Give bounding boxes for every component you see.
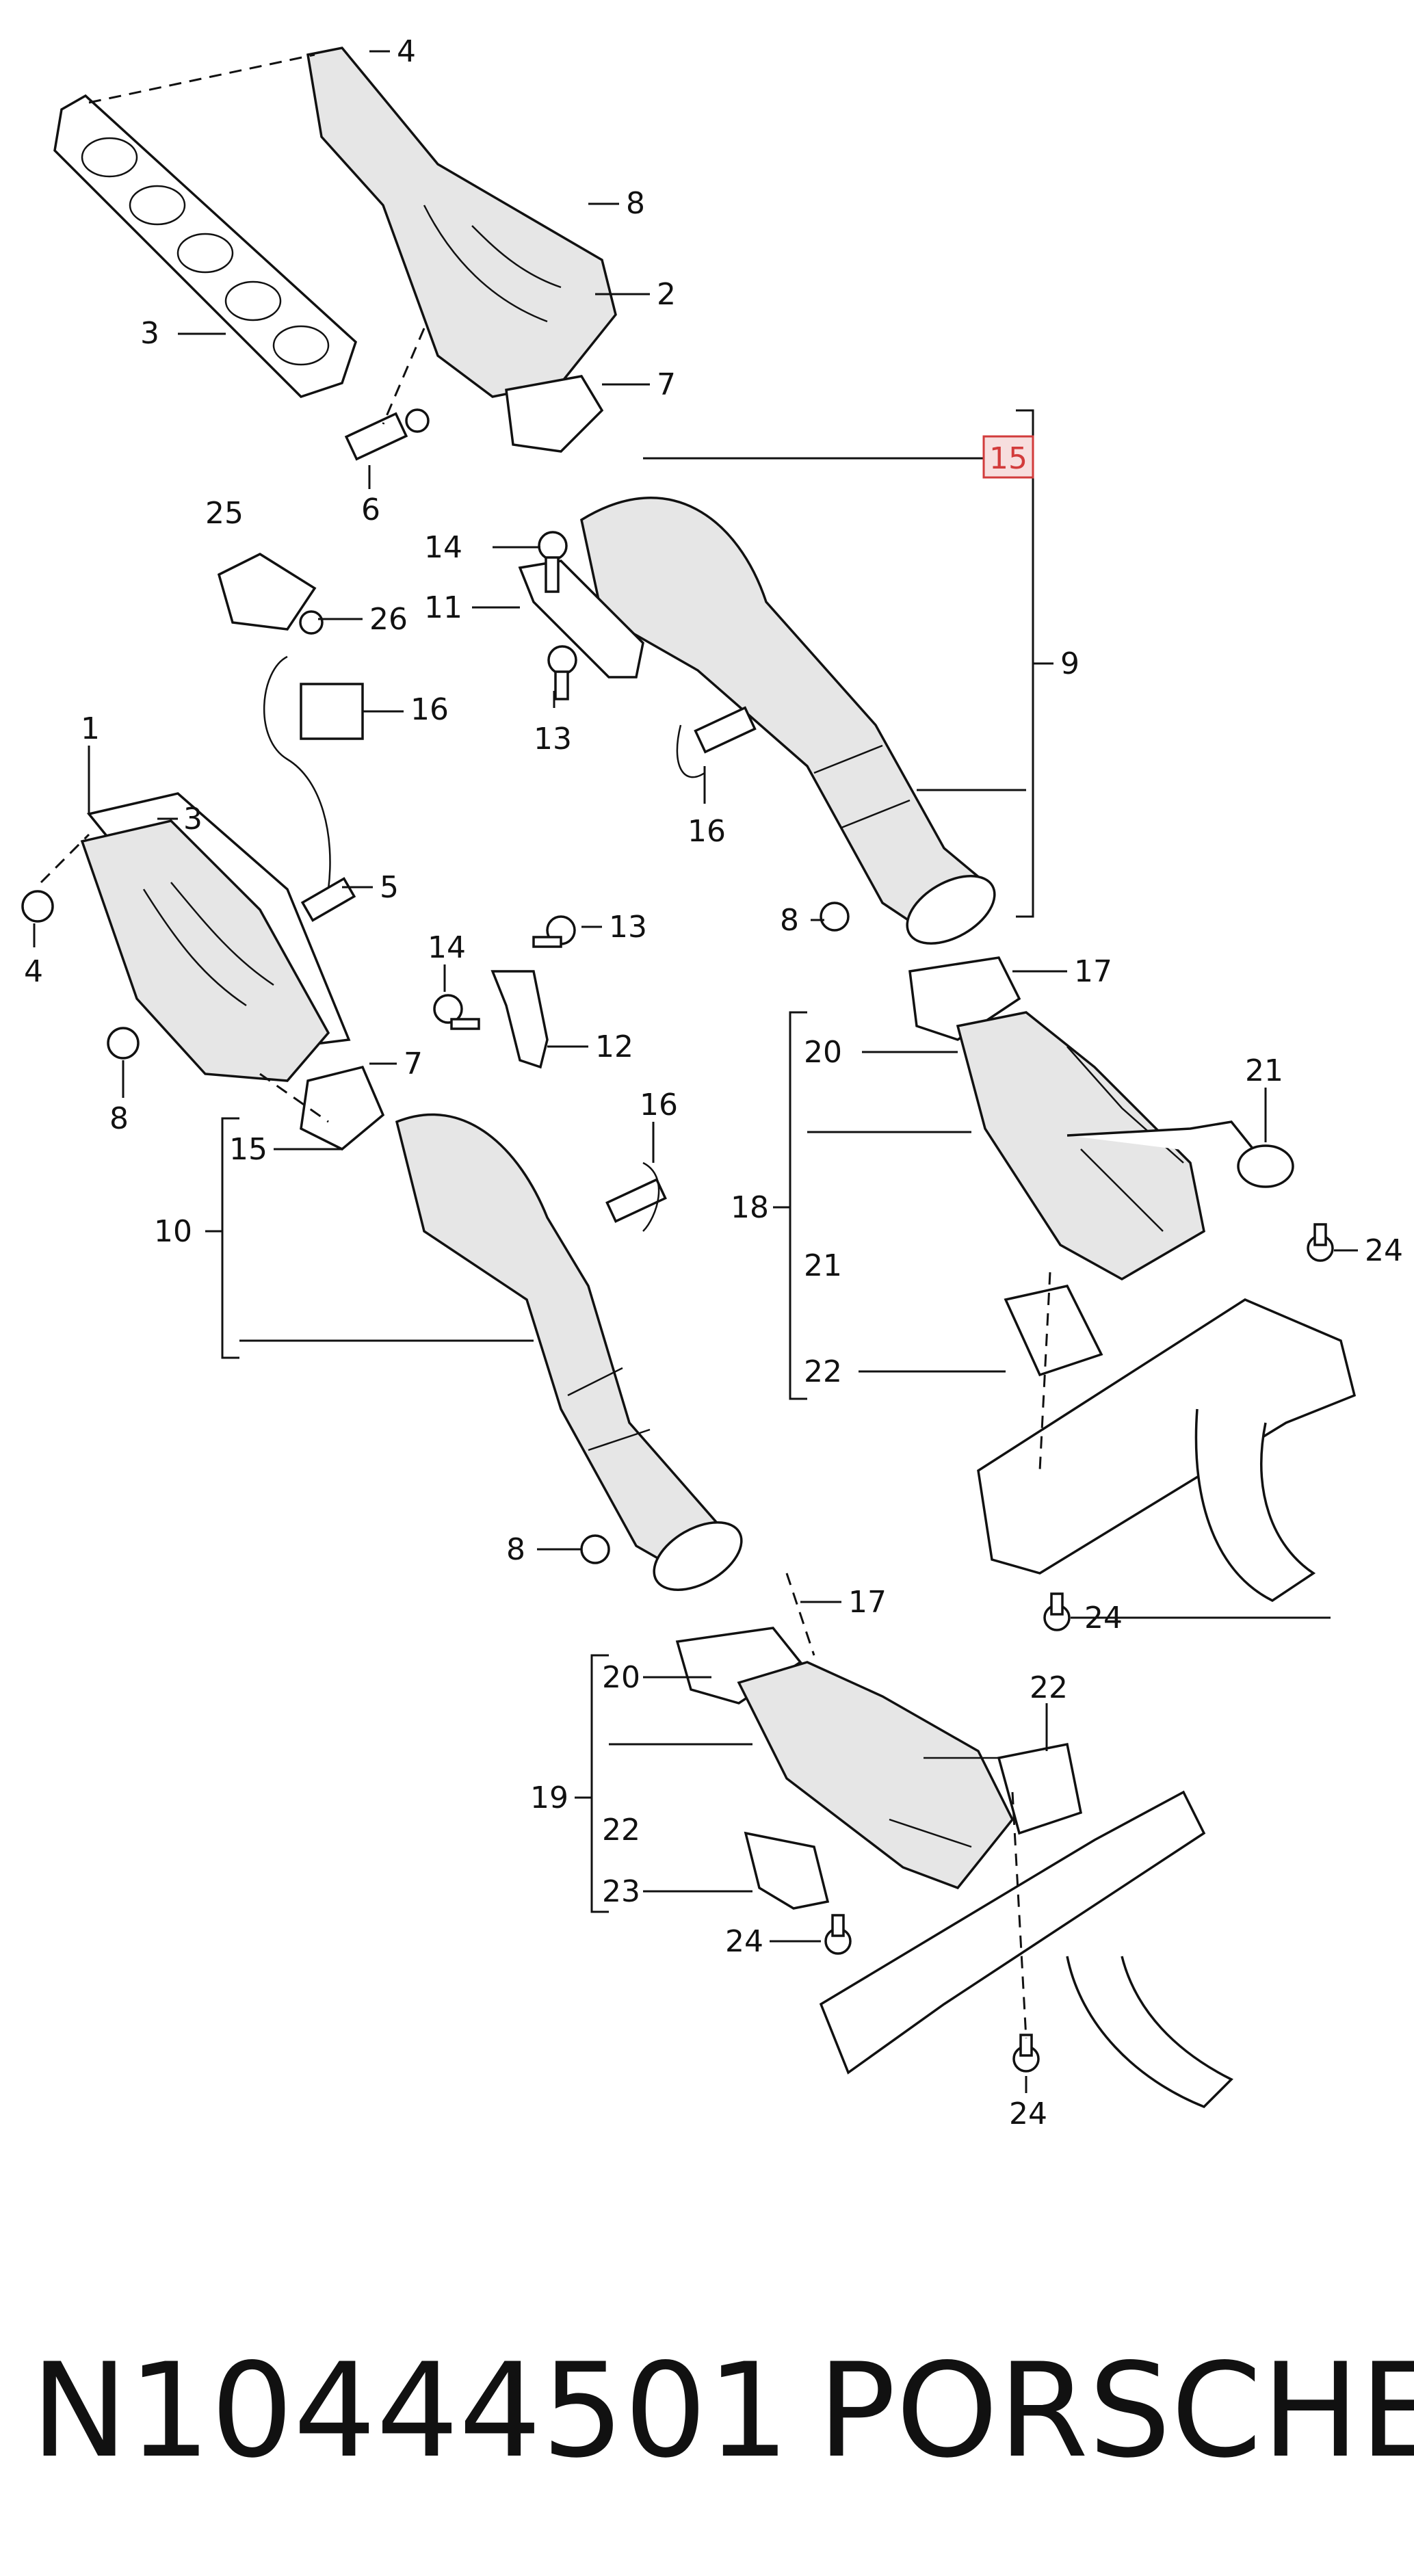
callout-15-highlighted[interactable]: 15: [989, 441, 1027, 476]
callout-1: 1: [81, 711, 100, 746]
catalytic-converter-upper: [580, 497, 996, 945]
callout-22: 22: [1030, 1670, 1068, 1705]
connector-bracket-25: [217, 552, 324, 635]
manifold-gasket-upper: [53, 94, 358, 399]
callout-16: 16: [640, 1088, 678, 1122]
callout-20: 20: [804, 1035, 842, 1070]
crossmember-upper: [977, 1298, 1357, 1603]
callout-8: 8: [780, 903, 799, 938]
callout-17: 17: [848, 1585, 887, 1620]
flange-gasket-lower: [300, 1065, 385, 1151]
callout-13: 13: [609, 910, 647, 945]
callout-24: 24: [1009, 2097, 1047, 2131]
callout-7: 7: [404, 1047, 423, 1081]
oxygen-sensor-16-lower: [605, 1161, 667, 1232]
footer-caption: N10444501 PORSCHE: [0, 2298, 1414, 2524]
bracket-22-lower: [997, 1742, 1083, 1835]
callout-17: 17: [1074, 954, 1112, 989]
callout-10: 10: [154, 1214, 192, 1249]
leader-lines: [33, 50, 1358, 2093]
callout-5: 5: [380, 870, 399, 905]
catalytic-converter-lower: [395, 1113, 743, 1591]
callout-2: 2: [657, 277, 676, 312]
callout-3: 3: [183, 802, 202, 837]
bracket-23: [744, 1831, 830, 1910]
callout-labels: 4 8 2 3 7 15 6 25 26 14 11 13 16 9 16 1 …: [24, 34, 1403, 2131]
flange-gasket-upper: [505, 375, 604, 453]
callout-25: 25: [205, 496, 244, 531]
callout-3: 3: [140, 316, 159, 351]
part-number: N10444501: [31, 2335, 790, 2486]
callout-16: 16: [410, 692, 449, 727]
callout-20: 20: [602, 1660, 640, 1695]
nut-8-lower: [107, 1027, 140, 1060]
callout-21: 21: [1245, 1053, 1283, 1088]
nut-8-upper-right: [820, 902, 850, 932]
callout-14: 14: [424, 530, 462, 565]
callout-21: 21: [804, 1248, 842, 1283]
callout-16: 16: [688, 814, 726, 849]
callout-26: 26: [369, 602, 408, 637]
bolt-24-lower-a: [824, 1914, 852, 1955]
bracket-22-upper: [1004, 1284, 1103, 1377]
bolt-13-upper: [547, 645, 577, 700]
brand-name: PORSCHE: [817, 2335, 1414, 2486]
callout-18: 18: [731, 1190, 769, 1225]
callout-22: 22: [602, 1813, 640, 1848]
callout-8: 8: [626, 186, 645, 221]
callout-8: 8: [109, 1101, 129, 1136]
callout-11: 11: [424, 590, 462, 625]
callout-9: 9: [1060, 646, 1079, 681]
callout-6: 6: [361, 492, 380, 527]
exhaust-manifold-lower: [80, 819, 330, 1082]
rear-converter-19: [737, 1661, 1014, 1890]
callout-19: 19: [530, 1780, 568, 1815]
oxygen-sensor-6: [344, 408, 430, 461]
callout-8: 8: [506, 1532, 525, 1567]
bolt-24-lower-b: [1012, 2034, 1040, 2073]
callout-22: 22: [804, 1354, 842, 1389]
bolt-24-upper-b: [1043, 1592, 1071, 1631]
callout-24: 24: [725, 1924, 763, 1959]
callout-15: 15: [229, 1132, 267, 1167]
crossmember-lower: [819, 1790, 1233, 2109]
callout-24: 24: [1365, 1233, 1403, 1268]
bracket-12: [490, 970, 549, 1069]
callout-14: 14: [428, 930, 466, 965]
bolt-14-lower: [433, 994, 480, 1030]
nut-8-lower-mid: [580, 1534, 610, 1564]
bolt-13-lower: [532, 915, 576, 948]
bolt-24-upper-a: [1307, 1223, 1334, 1262]
callout-13: 13: [534, 722, 572, 757]
highlight-box-15: [982, 435, 1034, 479]
callout-4: 4: [24, 954, 43, 989]
oxygen-sensor-16-upper: [676, 706, 757, 778]
callout-12: 12: [595, 1029, 633, 1064]
nut-4-lower: [21, 890, 54, 923]
exploded-view-drawing: 4 8 2 3 7 15 6 25 26 14 11 13 16 9 16 1 …: [21, 34, 1403, 2131]
assembly-dashed-lines: [40, 53, 1051, 2039]
callout-23: 23: [602, 1874, 640, 1909]
callout-4: 4: [397, 34, 416, 69]
bolt-14-upper: [538, 531, 568, 593]
callout-24: 24: [1084, 1601, 1123, 1635]
callout-7: 7: [657, 367, 676, 402]
rear-converter-18: [956, 1011, 1294, 1281]
sensor-harness-16: [263, 655, 364, 910]
